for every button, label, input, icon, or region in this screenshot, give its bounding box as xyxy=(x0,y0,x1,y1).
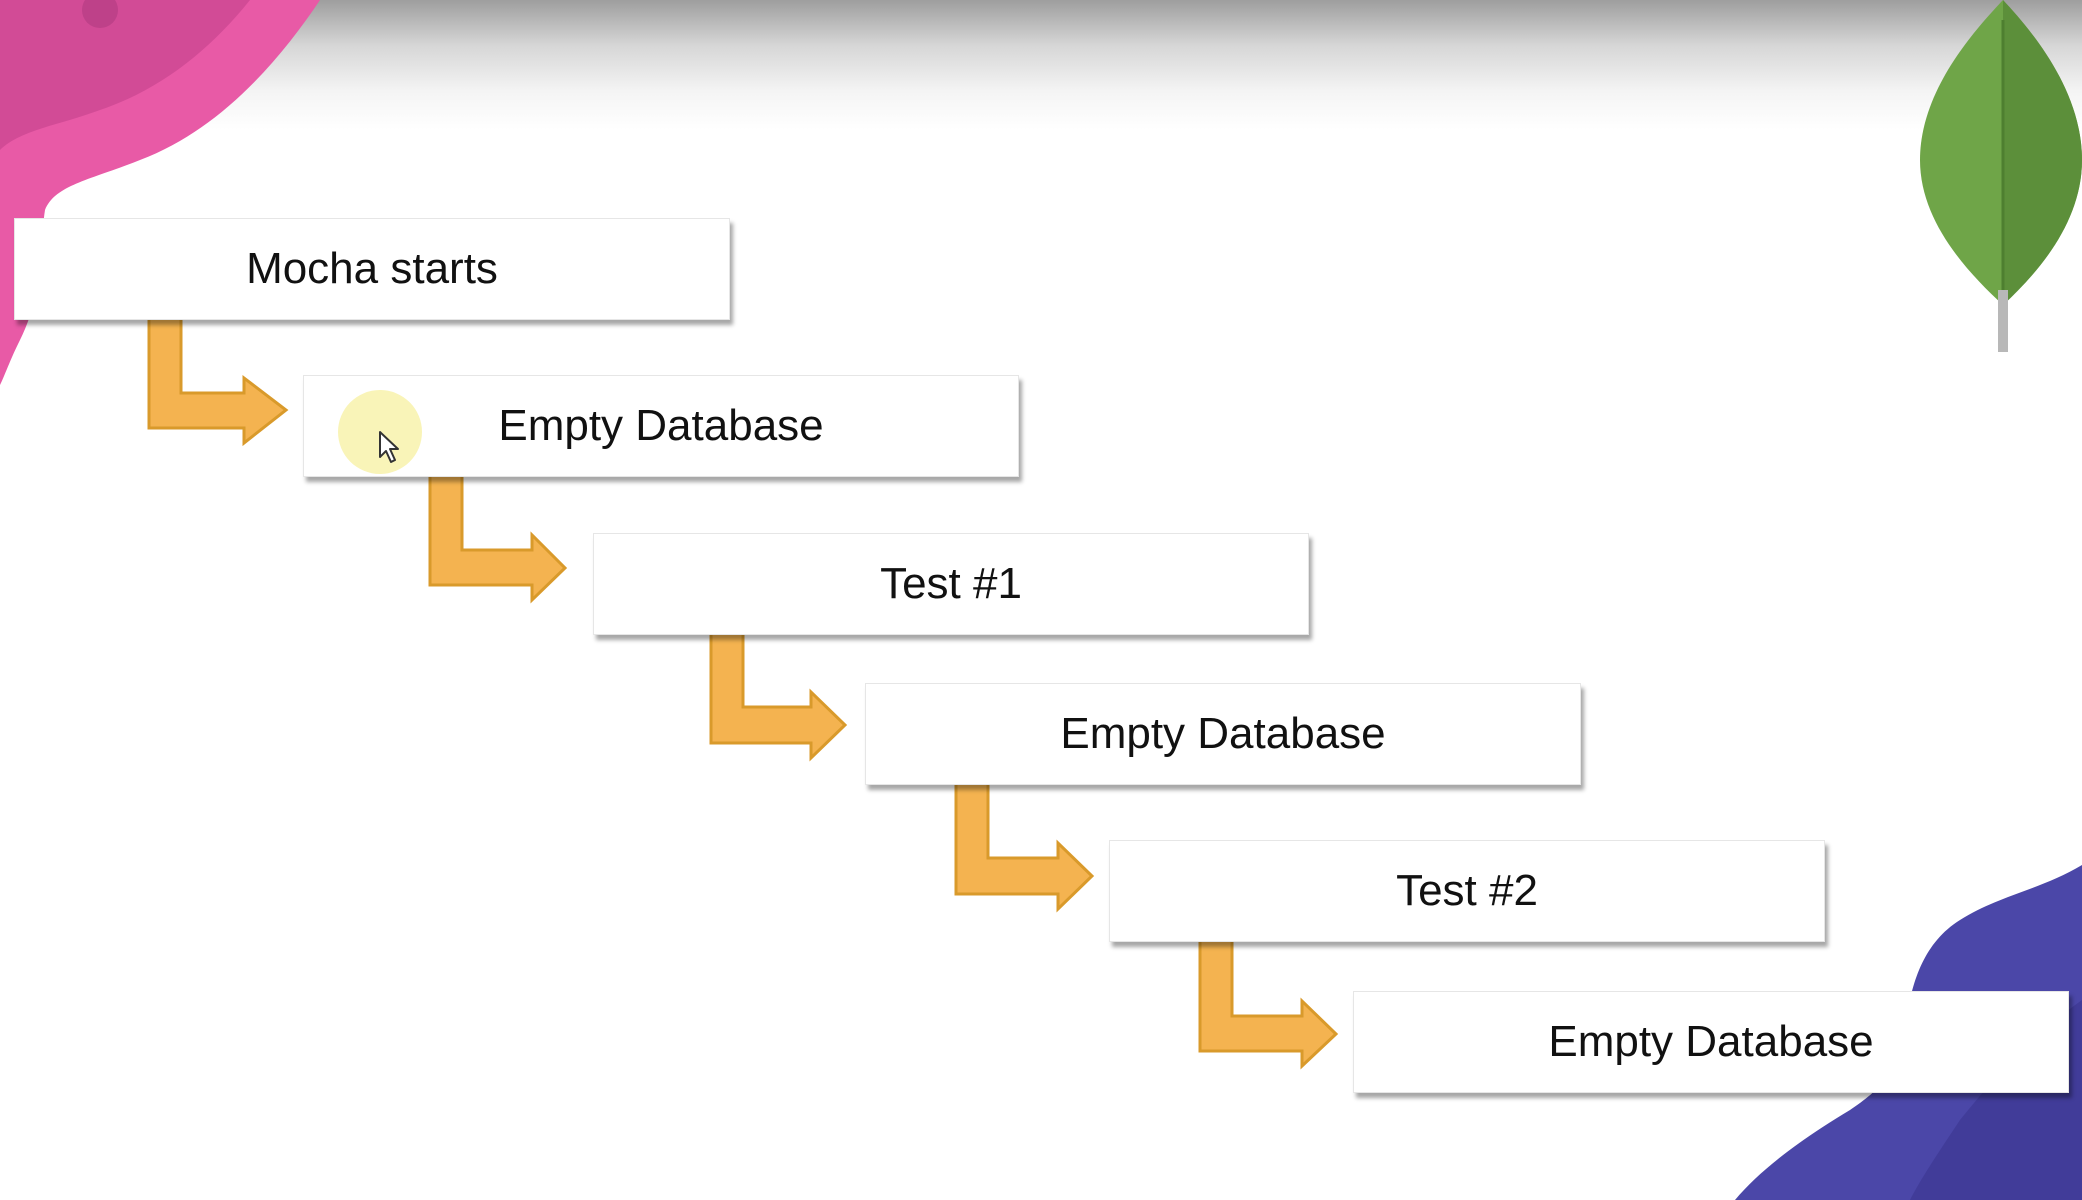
step-label: Mocha starts xyxy=(246,244,498,293)
step-label: Empty Database xyxy=(1548,1017,1874,1066)
step-label: Test #1 xyxy=(880,559,1022,608)
step-label: Empty Database xyxy=(1060,709,1386,758)
step-box-empty-database-2: Empty Database xyxy=(865,683,1581,785)
step-box-test-2: Test #2 xyxy=(1109,840,1825,942)
step-label: Test #2 xyxy=(1396,866,1538,915)
pink-blob-decoration xyxy=(0,0,320,385)
top-gradient-shade xyxy=(0,0,2082,130)
step-box-empty-database-1: Empty Database xyxy=(303,375,1019,477)
leaf-logo-icon xyxy=(1920,0,2082,352)
step-box-mocha-starts: Mocha starts xyxy=(14,218,730,320)
connector-arrow-2 xyxy=(428,473,568,604)
connector-arrow-5 xyxy=(1198,938,1339,1070)
step-box-empty-database-3: Empty Database xyxy=(1353,991,2069,1093)
step-box-test-1: Test #1 xyxy=(593,533,1309,635)
mouse-cursor-icon xyxy=(338,390,422,474)
connector-arrow-1 xyxy=(147,316,289,447)
connector-arrow-4 xyxy=(954,781,1095,913)
step-label: Empty Database xyxy=(498,401,824,450)
connector-arrow-3 xyxy=(709,631,848,762)
